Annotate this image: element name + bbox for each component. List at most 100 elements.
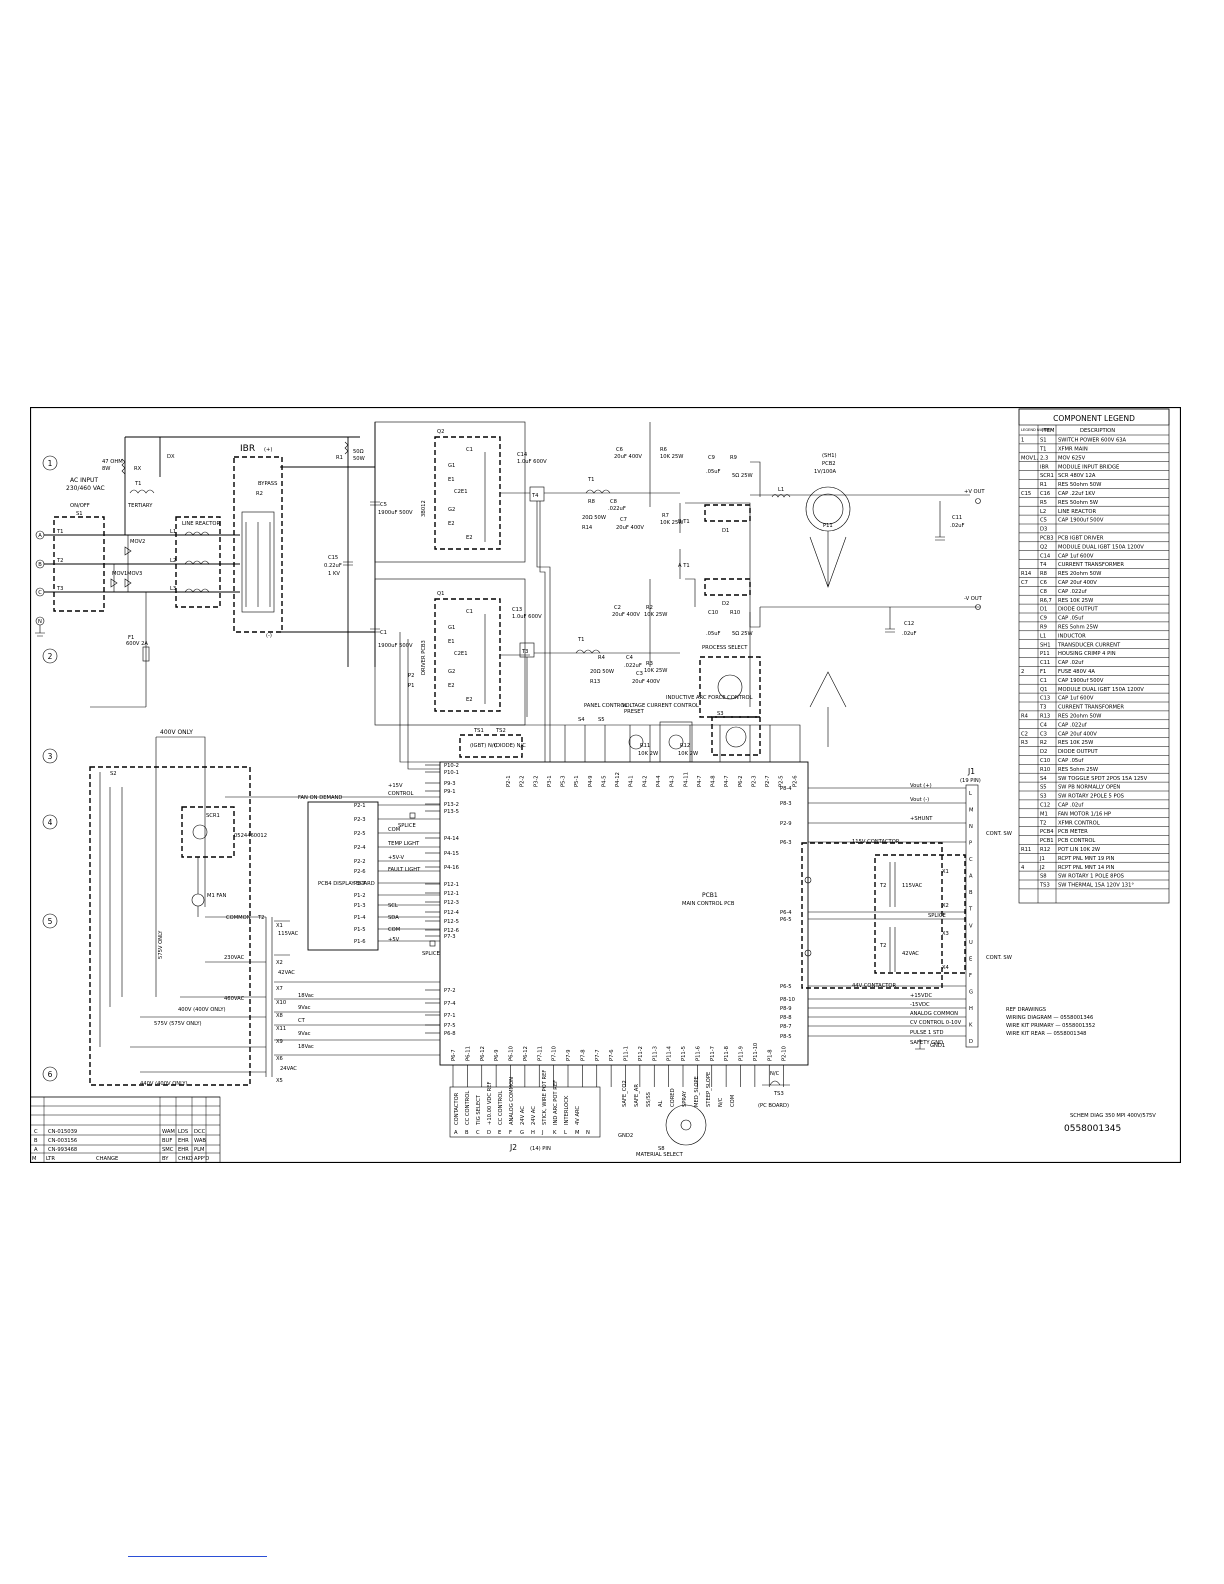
c1-label: C1: [380, 630, 387, 636]
legend-description: PCB IGBT DRIVER: [1058, 536, 1104, 542]
j1-letter: T: [968, 907, 973, 913]
revision-by: BUF: [162, 1138, 172, 1144]
legend-description: SW THERMAL 15A 120V 131°: [1058, 883, 1134, 889]
revision-footer-cell: LTR: [46, 1156, 55, 1162]
svg-text:G1: G1: [448, 463, 455, 469]
legend-description: SCR 480V 12A: [1058, 473, 1096, 479]
j2-letter: B: [465, 1130, 469, 1136]
j1-signal: CV CONTROL 0-10V: [910, 1020, 962, 1026]
legend-description: MOV 625V: [1058, 455, 1086, 461]
legend-description: RES 10K 25W: [1058, 598, 1093, 604]
zone-6: 6: [48, 1070, 53, 1079]
legend-item: T1: [1039, 447, 1046, 453]
c1-value: 1900uF 500V: [378, 643, 413, 649]
legend-number: 4: [1021, 865, 1025, 871]
svg-text:G2: G2: [448, 507, 455, 513]
legend-number: C7: [1021, 580, 1028, 586]
legend-item: M1: [1040, 811, 1048, 817]
svg-text:SPLICE: SPLICE: [928, 913, 946, 919]
r47-label: 47 OHM: [102, 459, 123, 465]
pcb4-board: [307, 801, 379, 951]
svg-text:N: N: [38, 619, 42, 625]
svg-text:E2: E2: [466, 697, 473, 703]
legend-description: CAP .022uf: [1058, 722, 1087, 728]
scr1-label: SCR1: [206, 813, 220, 819]
c15-value2: 1 KV: [328, 571, 340, 577]
legend-item: T4: [1039, 562, 1047, 568]
pcb4-pin: P2-1: [354, 803, 366, 809]
s8-rotary: [665, 1104, 707, 1146]
legend-item: D1: [1040, 607, 1047, 613]
driver-pcb3-label: DRIVER PCB3: [421, 640, 427, 675]
c3-label: C3: [636, 671, 643, 677]
legend-number: R3: [1021, 740, 1028, 746]
s8-signal: SPRAY: [682, 1090, 688, 1107]
c6-label: C6: [616, 447, 623, 453]
legend-description: POT LIN 10K 2W: [1058, 847, 1100, 853]
ref-drawing-3: WIRE KIT REAR — 0558001348: [1006, 1031, 1086, 1037]
contactor-dashed-loop: [801, 842, 943, 989]
legend-item: C11: [1040, 660, 1050, 666]
splice-label-2: SPLICE: [422, 951, 440, 957]
d2-label: D2: [722, 601, 729, 607]
pcb1-left-pin: P12-4: [444, 910, 460, 916]
s2-box: [89, 766, 251, 1086]
svg-text:T1: T1: [56, 529, 63, 535]
pcb1-bottom-pin: P7-7: [595, 1049, 601, 1061]
legend-item: PCB1: [1040, 838, 1054, 844]
r12-value: 10K 2W: [678, 751, 698, 757]
pcb1-top-pin: P3-2: [533, 775, 539, 787]
pcb4-pin: P1-3: [354, 903, 366, 909]
pcb4-signal: +5V: [388, 937, 400, 943]
pcb1-left-pin: P12-1: [444, 882, 459, 888]
legend-item: J2: [1039, 865, 1045, 871]
v24-label: 24VAC: [280, 1066, 297, 1072]
c14-label: C14: [517, 452, 528, 458]
pcb1-top-pin: P4-3: [670, 775, 676, 787]
pcb1-left-pin: P10-1: [444, 770, 459, 776]
dc-bus-section: R1 50Ω 50W C5 1900uF 500V C15 0.22uF 1 K…: [280, 422, 413, 667]
legend-description: CAP 1900uf 500V: [1058, 518, 1104, 524]
legend-item: C9: [1040, 616, 1047, 622]
svg-text:T2: T2: [879, 883, 886, 889]
pcb1-top-pin: P2-3: [751, 775, 757, 787]
pcb4-signal: +15V: [388, 783, 403, 789]
svg-text:115VAC: 115VAC: [902, 883, 923, 889]
legend-item: C14: [1040, 553, 1051, 559]
pcb1-bottom-pin: P11-3: [652, 1046, 658, 1061]
pcb1-top-pin: P5-3: [561, 775, 567, 787]
legend-item: TS3: [1039, 883, 1050, 889]
v18-label: 18Vac: [298, 993, 314, 999]
svg-text:G1: G1: [448, 625, 455, 631]
pcb1-bottom-pin: P7-10: [552, 1046, 558, 1061]
s8-signal: SS/SS: [646, 1092, 652, 1107]
pcb1-label: PCB1: [702, 892, 718, 899]
legend-item: SH1: [1040, 642, 1051, 648]
revision-by: SMC: [162, 1147, 174, 1153]
legend-number: 2: [1021, 669, 1024, 675]
legend-item: C6: [1040, 580, 1047, 586]
pcb4-pin: P1-6: [354, 939, 366, 945]
svg-text:T2: T2: [879, 943, 886, 949]
pcb1-left-pin: P7-5: [444, 1023, 456, 1029]
legend-item: SCR1: [1040, 473, 1054, 479]
zone-markers: 1 2 3 4 5 6: [42, 455, 58, 1082]
j2-signal: 24V AC: [531, 1106, 537, 1125]
r4-label: R4: [598, 655, 606, 661]
pcb2-value: 1V/100A: [814, 469, 836, 475]
r4-value: 20Ω 50W: [590, 669, 614, 675]
legend-number: R14: [1021, 571, 1032, 577]
s1-label: S1: [76, 511, 83, 517]
control-transformer-section: 400V ONLY S2 SCR1 0524460012 M1 FAN COMM…: [89, 729, 440, 1087]
r9-value: 5Ω 25W: [732, 473, 753, 479]
dx-label: DX: [167, 454, 175, 460]
j2-signal: +10.00 VDC REF: [487, 1081, 493, 1125]
svg-text:X10: X10: [276, 1000, 286, 1006]
legend-item: R2: [1040, 740, 1047, 746]
legend-description: DIODE OUTPUT: [1058, 749, 1099, 755]
legend-number: C15: [1021, 491, 1031, 497]
pcb4-pin: P2-2: [354, 859, 366, 865]
